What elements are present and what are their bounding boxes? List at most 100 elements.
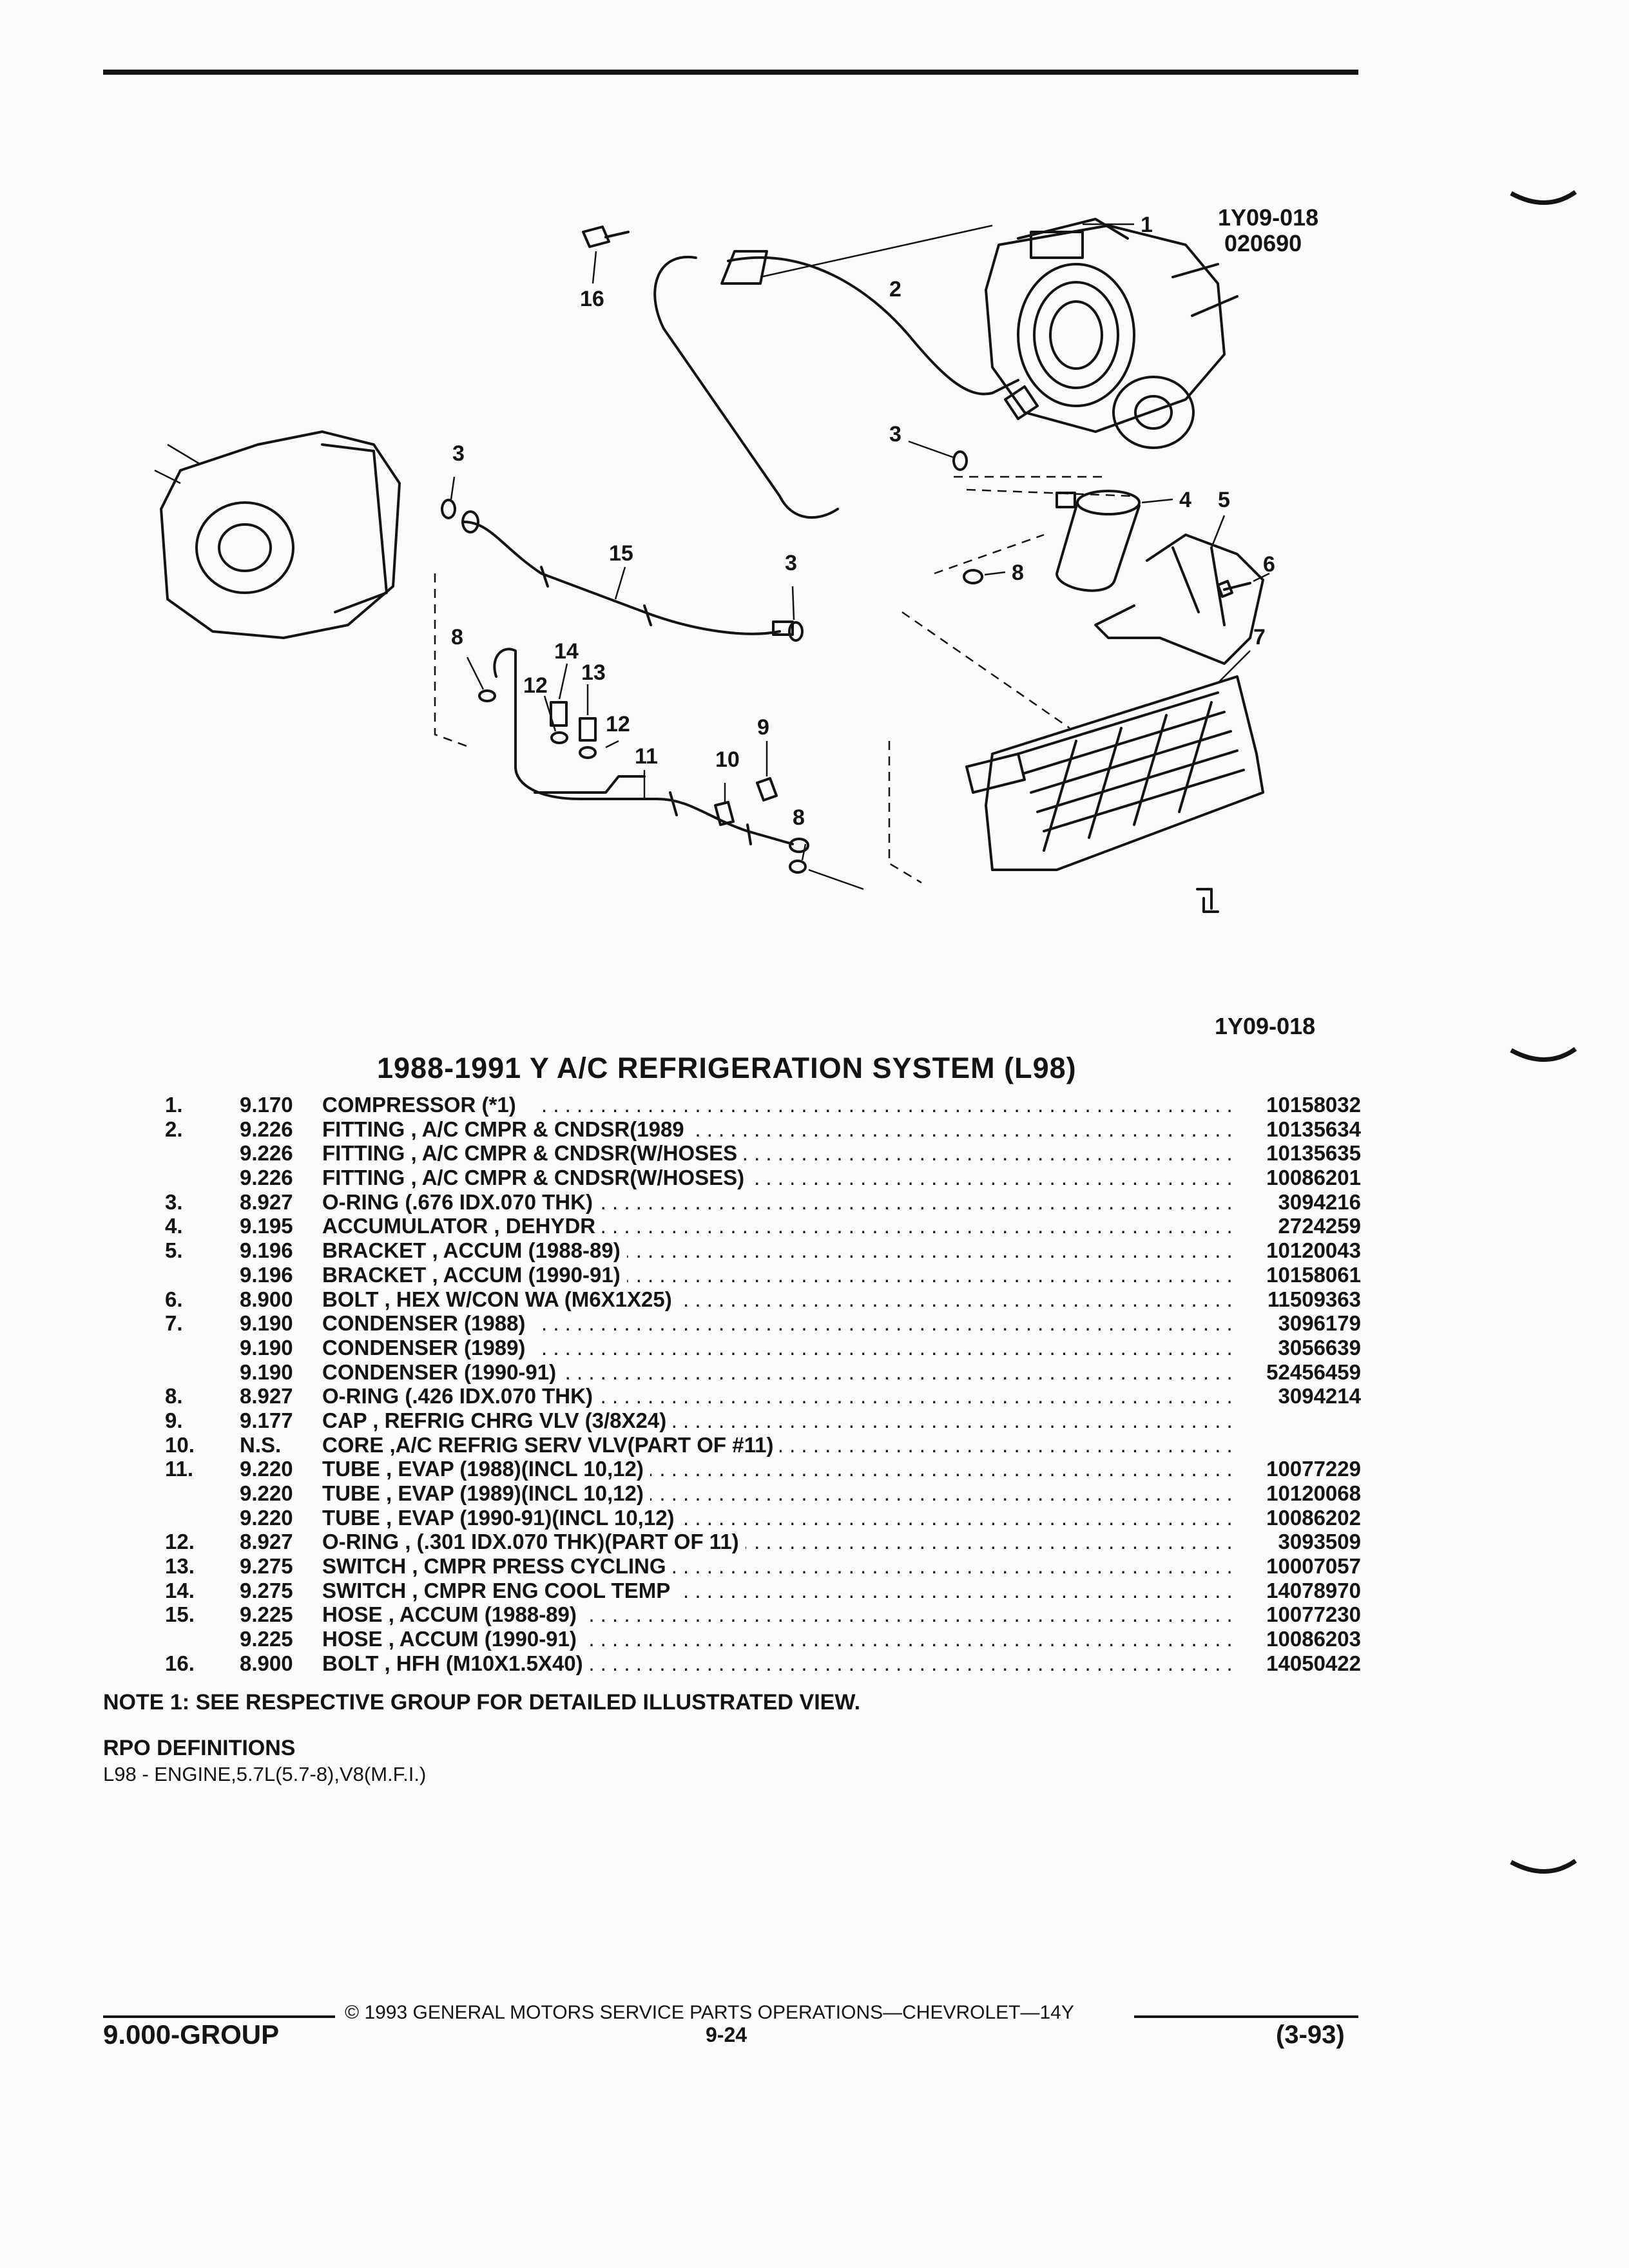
parts-row-item-number: 13.	[165, 1554, 195, 1579]
parts-row-group-number: 9.220	[240, 1481, 293, 1505]
callout-3-compressor: 3	[889, 422, 901, 447]
parts-row-description: O-RING (.426 IDX.070 THK)	[322, 1384, 599, 1408]
callout-8-evaporator: 8	[451, 625, 463, 649]
parts-row-description-text: COMPRESSOR (*1)	[322, 1093, 523, 1117]
figure-code-bottom: 1Y09-018	[1215, 1013, 1316, 1039]
callout-12-right: 12	[606, 712, 630, 736]
parts-row-group-number: 9.196	[240, 1238, 293, 1263]
parts-row: 9.220TUBE , EVAP (1990-91)(INCL 10,12)10…	[155, 1505, 1366, 1530]
callout-14: 14	[554, 639, 579, 664]
exploded-view-illustration: 1Y09-018 020690 1 16 2	[154, 204, 1318, 913]
parts-row-part-number: 10077230	[1266, 1602, 1361, 1627]
parts-row-part-number: 10120068	[1266, 1481, 1361, 1505]
parts-row-leader	[541, 1336, 1237, 1360]
parts-row: 9.226FITTING , A/C CMPR & CNDSR(W/HOSES1…	[155, 1141, 1366, 1166]
parts-row-description: FITTING , A/C CMPR & CNDSR(1989	[322, 1117, 691, 1142]
callout-3-evaporator: 3	[452, 441, 465, 466]
parts-row-description-text: TUBE , EVAP (1990-91)(INCL 10,12)	[322, 1505, 681, 1530]
parts-row-part-number: 3093509	[1278, 1530, 1361, 1554]
parts-row-leader	[541, 1311, 1237, 1336]
parts-row-description: TUBE , EVAP (1989)(INCL 10,12)	[322, 1481, 650, 1506]
parts-row: 9.196 BRACKET , ACCUM (1990-91) 10158061	[155, 1262, 1366, 1287]
parts-row-description: CONDENSER (1988)	[322, 1311, 532, 1336]
parts-row-group-number: 9.190	[240, 1311, 293, 1336]
parts-row-leader	[541, 1651, 1237, 1676]
parts-row-item-number: 16.	[165, 1651, 195, 1675]
parts-row-description: O-RING , (.301 IDX.070 THK)(PART OF 11)	[322, 1530, 746, 1554]
callout-7: 7	[1253, 625, 1266, 649]
parts-row: 7.9.190CONDENSER (1988)3096179	[155, 1311, 1366, 1336]
parts-row-group-number: 9.195	[240, 1214, 293, 1238]
parts-row-leader	[541, 1360, 1237, 1385]
parts-row-group-number: 9.275	[240, 1578, 293, 1602]
parts-row-part-number: 10120043	[1266, 1238, 1361, 1263]
parts-row-description: SWITCH , CMPR PRESS CYCLING	[322, 1554, 673, 1579]
parts-row-leader	[541, 1238, 1237, 1263]
accumulator-drawing	[1055, 490, 1141, 592]
callout-6: 6	[1263, 552, 1275, 577]
parts-row-leader	[541, 1263, 1237, 1287]
bolt-16-drawing	[582, 226, 630, 284]
parts-row-item-number: 6.	[165, 1287, 183, 1311]
figure-date-code: 020690	[1224, 230, 1302, 256]
parts-row-description: CONDENSER (1989)	[322, 1335, 532, 1360]
parts-list: 1.9.170COMPRESSOR (*1)101580322.9.226FIT…	[155, 1093, 1366, 1676]
parts-row-group-number: 9.177	[240, 1408, 293, 1432]
callout-5: 5	[1218, 488, 1230, 512]
parts-row-description: SWITCH , CMPR ENG COOL TEMP	[322, 1578, 677, 1603]
parts-row: 5. 9.196 BRACKET , ACCUM (1988-89) 10120043	[155, 1238, 1366, 1263]
parts-row-description-text: O-RING (.676 IDX.070 THK)	[322, 1189, 599, 1214]
parts-row-description: BRACKET , ACCUM (1988-89)	[322, 1238, 627, 1263]
parts-row-description-text: BOLT , HFH (M10X1.5X40)	[322, 1651, 590, 1675]
parts-row-description-text: CONDENSER (1988)	[322, 1311, 532, 1336]
parts-row-part-number: 3094216	[1278, 1189, 1361, 1214]
parts-row-group-number: 9.225	[240, 1602, 293, 1627]
parts-row-description-text: FITTING , A/C CMPR & CNDSR(W/HOSES)	[322, 1166, 751, 1190]
parts-row: 9.226FITTING , A/C CMPR & CNDSR(W/HOSES)…	[155, 1166, 1366, 1190]
logo-glyph	[1196, 888, 1219, 913]
parts-row-group-number: 9.196	[240, 1262, 293, 1287]
parts-row-group-number: 8.927	[240, 1384, 293, 1408]
footer-copyright: © 1993 GENERAL MOTORS SERVICE PARTS OPER…	[345, 2002, 1074, 2023]
parts-row-part-number: 10135634	[1266, 1117, 1361, 1141]
parts-row-group-number: 9.220	[240, 1505, 293, 1530]
parts-row-group-number: 9.190	[240, 1360, 293, 1384]
parts-row-description: BRACKET , ACCUM (1990-91)	[322, 1262, 627, 1287]
note-text: NOTE 1: SEE RESPECTIVE GROUP FOR DETAILE…	[103, 1690, 861, 1715]
parts-row-leader	[541, 1214, 1237, 1238]
binder-mark-icon	[1510, 1047, 1577, 1062]
parts-row: 15.9.225HOSE , ACCUM (1988-89)10077230	[155, 1602, 1366, 1627]
rpo-definition: L98 - ENGINE,5.7L(5.7-8),V8(M.F.I.)	[103, 1763, 427, 1785]
top-rule	[103, 70, 1358, 75]
page-title: 1988-1991 Y A/C REFRIGERATION SYSTEM (L9…	[377, 1052, 1077, 1084]
parts-row-description: ACCUMULATOR , DEHYDR	[322, 1214, 602, 1238]
rpo-heading: RPO DEFINITIONS	[103, 1736, 296, 1760]
parts-row-description: FITTING , A/C CMPR & CNDSR(W/HOSES)	[322, 1166, 751, 1190]
callout-11: 11	[635, 744, 658, 769]
parts-row-part-number: 10158061	[1266, 1262, 1361, 1287]
parts-row-description-text: SWITCH , CMPR ENG COOL TEMP	[322, 1578, 677, 1602]
parts-row: 13.9.275SWITCH , CMPR PRESS CYCLING10007…	[155, 1554, 1366, 1579]
footer-date: (3-93)	[1276, 2021, 1345, 2049]
parts-row-description: FITTING , A/C CMPR & CNDSR(W/HOSES	[322, 1141, 744, 1166]
binder-mark-icon	[1510, 190, 1577, 205]
callout-9: 9	[757, 715, 769, 740]
callout-4: 4	[1179, 488, 1191, 512]
parts-row-group-number: 9.225	[240, 1627, 293, 1651]
callout-12-left: 12	[523, 673, 548, 698]
parts-row-description-text: SWITCH , CMPR PRESS CYCLING	[322, 1554, 673, 1579]
parts-row-item-number: 9.	[165, 1408, 183, 1432]
parts-row-leader	[541, 1602, 1237, 1627]
parts-row-part-number: 3096179	[1278, 1311, 1361, 1336]
parts-row: 9.190CONDENSER (1989)3056639	[155, 1335, 1366, 1360]
parts-row-description: O-RING (.676 IDX.070 THK)	[322, 1189, 599, 1215]
parts-row-description: CORE ,A/C REFRIG SERV VLV(PART OF #11)	[322, 1432, 780, 1457]
parts-row-group-number: 8.900	[240, 1287, 293, 1311]
parts-row: 9.190CONDENSER (1990-91)52456459	[155, 1360, 1366, 1385]
callout-3-middle: 3	[785, 551, 797, 575]
parts-row-part-number: 3094214	[1278, 1384, 1361, 1408]
parts-row-description-text: FITTING , A/C CMPR & CNDSR(W/HOSES	[322, 1141, 744, 1166]
parts-row-item-number: 5.	[165, 1238, 183, 1263]
parts-row-part-number: 2724259	[1278, 1214, 1361, 1238]
